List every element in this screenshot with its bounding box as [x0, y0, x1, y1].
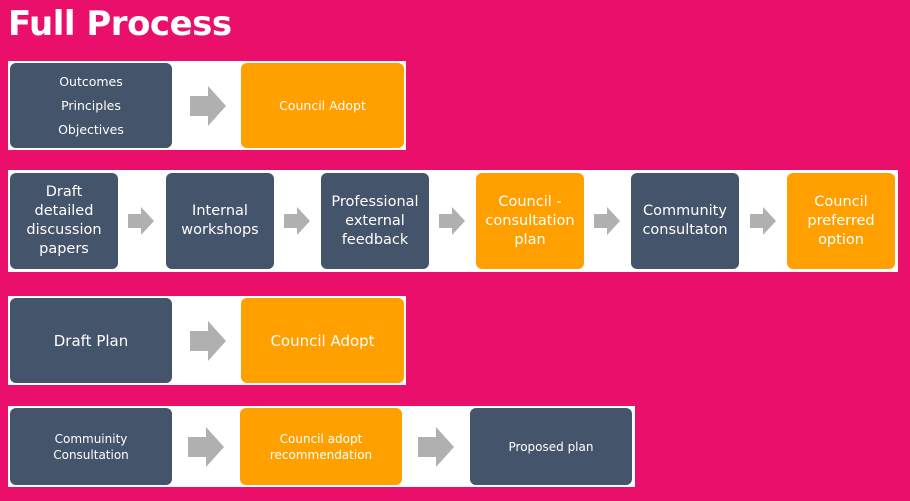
row-4-box-2-label: Council adopt recommendation: [269, 431, 373, 462]
row-2-box-2-label: Internal workshops: [181, 203, 259, 238]
row-1-box-1-label: Outcomes Principles Objectives: [58, 73, 124, 137]
community-consultation-row4-box: Commuinity Consultation: [10, 408, 172, 485]
internal-workshops-box: Internal workshops: [166, 173, 274, 269]
row-4-box-1-label: Commuinity Consultation: [53, 431, 129, 462]
row-3-council-adopt-box: Council Adopt: [241, 298, 404, 383]
community-consultation-box: Community consultaton: [631, 173, 739, 269]
row-2-box-4-label: Council - consultation plan: [485, 193, 575, 248]
council-consultation-plan-box: Council - consultation plan: [476, 173, 584, 269]
row-4-box-3-label: Proposed plan: [508, 439, 594, 454]
row-1-box-2-label: Council Adopt: [279, 98, 366, 113]
row-2-box-1-label: Draft detailed discussion papers: [26, 184, 102, 257]
page-title: Full Process: [8, 4, 232, 44]
row-1-council-adopt-box: Council Adopt: [241, 63, 404, 148]
draft-plan-box: Draft Plan: [10, 298, 172, 383]
professional-feedback-box: Professional external feedback: [321, 173, 429, 269]
outcomes-principles-objectives-box: Outcomes Principles Objectives: [10, 63, 172, 148]
council-adopt-recommendation-box: Council adopt recommendation: [240, 408, 402, 485]
row-2-box-5-label: Community consultaton: [642, 203, 728, 238]
row-2-box-6-label: Council preferred option: [807, 193, 875, 248]
row-3-box-1-label: Draft Plan: [53, 331, 129, 350]
row-2-box-3-label: Professional external feedback: [331, 193, 419, 248]
council-preferred-option-box: Council preferred option: [787, 173, 895, 269]
draft-discussion-papers-box: Draft detailed discussion papers: [10, 173, 118, 269]
proposed-plan-box: Proposed plan: [470, 408, 632, 485]
row-3-box-2-label: Council Adopt: [270, 331, 375, 350]
